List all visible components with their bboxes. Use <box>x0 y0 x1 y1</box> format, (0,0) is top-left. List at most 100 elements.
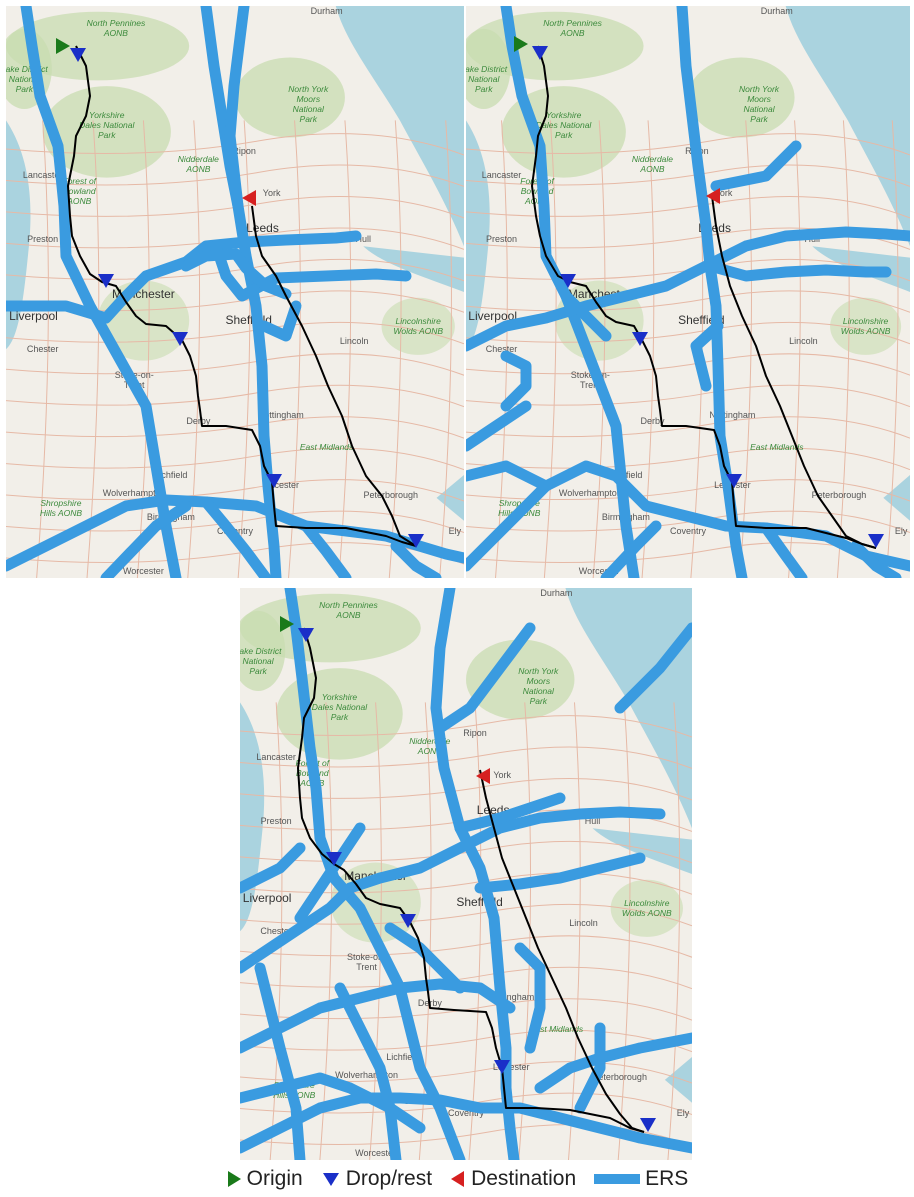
drop-rest-marker <box>298 628 314 642</box>
label-north-pennines: North Pennines <box>319 600 378 610</box>
label-lake-district-national: National <box>9 74 41 84</box>
label-worcester: Worcester <box>123 566 164 576</box>
drop-rest-marker <box>408 534 424 548</box>
minor-road <box>466 384 910 408</box>
label-durham: Durham <box>311 6 343 16</box>
label-ely: Ely <box>895 526 908 536</box>
label-shropshire-hills-aonb: Hills AONB <box>40 508 83 518</box>
minor-road <box>86 120 100 578</box>
label-preston: Preston <box>261 816 292 826</box>
label-coventry: Coventry <box>448 1108 485 1118</box>
ers-road-segment <box>334 982 402 1160</box>
ers-line-icon <box>594 1174 641 1184</box>
label-hull: Hull <box>585 816 601 826</box>
label-ely: Ely <box>449 526 462 536</box>
minor-road <box>6 196 464 219</box>
north-york-moors-area <box>466 639 575 720</box>
minor-road <box>240 935 692 958</box>
minor-road <box>518 702 532 1160</box>
label-north-york: North York <box>288 84 329 94</box>
label-trent: Trent <box>580 380 601 390</box>
label-yorkshire: Yorkshire <box>322 692 358 702</box>
label-yorkshire: Yorkshire <box>546 110 582 120</box>
destination-marker <box>706 188 720 204</box>
minor-road <box>466 416 910 439</box>
ers-road-segment <box>100 500 192 578</box>
label-wolverhampton: Wolverhampton <box>335 1070 398 1080</box>
label-north-pennines-aonb: AONB <box>560 28 585 38</box>
ers-network <box>6 6 464 578</box>
ers-road-segment <box>20 6 182 578</box>
map-svg-c: North PenninesAONBLake DistrictNationalP… <box>240 588 692 1160</box>
ers-road-segment <box>760 522 808 578</box>
label-north-york: North York <box>518 666 559 676</box>
minor-road <box>338 120 352 578</box>
label-lake-district-park: Park <box>475 84 493 94</box>
ers-road-segment <box>180 248 292 300</box>
north-pennines-area <box>6 11 190 81</box>
route-markers <box>56 38 424 548</box>
ers-road-segment <box>466 460 552 492</box>
drop-rest-triangle-icon <box>322 1173 339 1186</box>
label-ely: Ely <box>677 1108 690 1118</box>
ers-road-segment <box>574 1022 606 1114</box>
label-derby: Derby <box>640 416 665 426</box>
minor-road <box>6 479 464 502</box>
ers-road-segment <box>534 1032 692 1094</box>
irish-sea <box>240 702 265 932</box>
map-svg-b: North PenninesAONBLake DistrictNationalP… <box>466 6 910 578</box>
label-chester: Chester <box>27 344 59 354</box>
legend-ers-label: ERS <box>645 1167 689 1190</box>
label-nottingham: Nottingham <box>258 410 304 420</box>
minor-road <box>240 1029 692 1053</box>
label-moors-national: National <box>523 686 555 696</box>
lake-district-area <box>466 28 511 109</box>
label-bowland: Bowland <box>63 186 96 196</box>
lake-district-area <box>240 610 286 691</box>
label-dales-park: Park <box>555 130 573 140</box>
label-lancaster: Lancaster <box>256 752 296 762</box>
minor-road <box>6 133 464 156</box>
drop-rest-marker <box>560 274 576 288</box>
label-lake-district: Lake District <box>6 64 48 74</box>
north-york-moors-area <box>235 57 345 138</box>
minor-road <box>36 120 49 578</box>
label-lincoln: Lincoln <box>569 918 598 928</box>
ers-road-segment <box>690 320 724 392</box>
minor-road <box>836 120 850 578</box>
label-lake-district-national: National <box>242 656 274 666</box>
label-liverpool: Liverpool <box>468 309 517 323</box>
label-bowland-aonb: AONB <box>524 196 549 206</box>
label-hull: Hull <box>355 234 371 244</box>
drop-rest-marker <box>532 46 548 60</box>
ers-road-segment <box>474 852 646 894</box>
label-dales-national: Dales National <box>312 702 368 712</box>
humber-estuary <box>363 246 464 292</box>
drop-rest-marker <box>266 474 282 488</box>
label-dales-park: Park <box>98 130 116 140</box>
minor-road <box>439 120 452 578</box>
lincolnshire-wolds-area <box>381 297 455 355</box>
label-nottingham: Nottingham <box>709 410 755 420</box>
label-chester: Chester <box>260 926 292 936</box>
minor-road <box>6 164 464 187</box>
drop-rest-marker <box>640 1118 656 1132</box>
label-ripon: Ripon <box>232 146 256 156</box>
drop-rest-marker <box>326 852 342 866</box>
label-east-midlands: East Midlands <box>300 442 354 452</box>
minor-road <box>617 702 631 1160</box>
ers-road-segment <box>466 400 532 452</box>
label-peterborough: Peterborough <box>812 490 867 500</box>
label-lincoln: Lincoln <box>340 336 369 346</box>
label-wolverhampton: Wolverhampton <box>559 488 622 498</box>
ers-road-segment <box>560 290 612 342</box>
minor-road <box>6 227 464 250</box>
lincolnshire-wolds-area <box>610 879 683 937</box>
humber-estuary <box>592 828 692 874</box>
legend-destination-label: Destination <box>471 1167 577 1190</box>
label-peterborough: Peterborough <box>592 1072 647 1082</box>
north-york-moors-area <box>688 57 795 138</box>
label-liverpool: Liverpool <box>9 309 58 323</box>
label-durham: Durham <box>540 588 572 598</box>
label-lake-district: Lake District <box>240 646 282 656</box>
